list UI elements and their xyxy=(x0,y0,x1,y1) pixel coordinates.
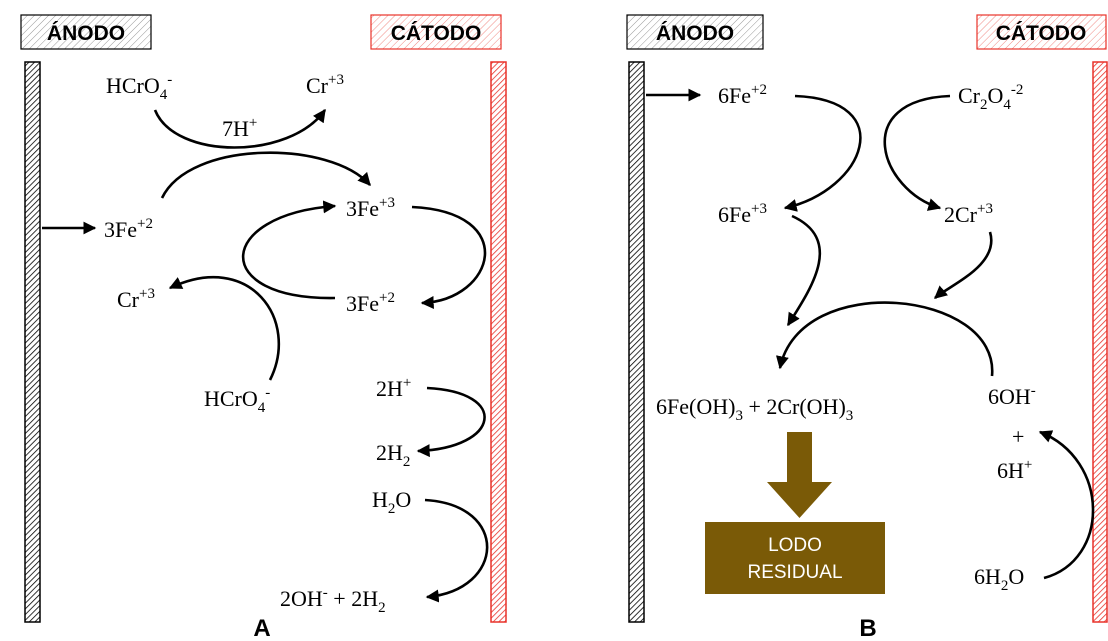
cr3-b: 2Cr+3 xyxy=(944,201,993,227)
chromate-reduction-arrow-b xyxy=(883,94,951,211)
cr3-mid-a: Cr+3 xyxy=(117,286,155,312)
hydroxide-arrow-b xyxy=(775,301,994,377)
products-b: 6Fe(OH)3 + 2Cr(OH)3 xyxy=(656,394,853,424)
h-reduction-arrow-a xyxy=(416,386,486,458)
h2plus-a: 2H+ xyxy=(376,375,411,401)
lodo-box-b xyxy=(705,522,885,594)
anode-label-a: ÁNODO xyxy=(47,22,125,45)
oh-h2-a: 2OH- + 2H2 xyxy=(280,585,386,616)
h2-a: 2H2 xyxy=(376,440,410,470)
cathode-electrode-a xyxy=(490,61,507,623)
fe3-a: 3Fe+3 xyxy=(346,195,395,221)
fe2-b: 6Fe+2 xyxy=(718,82,767,108)
fe-regeneration-arrow-a xyxy=(241,200,337,300)
cathode-electrode-b xyxy=(1092,61,1108,623)
water-split-arrow-b xyxy=(1038,430,1095,580)
panel-label-a: A xyxy=(253,615,270,641)
sludge-arrow-b xyxy=(767,432,832,518)
cr3-top-a: Cr+3 xyxy=(306,72,344,98)
cr2o4-b: Cr2O4-2 xyxy=(958,82,1023,113)
cathode-label-a: CÁTODO xyxy=(391,22,482,45)
h7-label-a: 7H+ xyxy=(222,115,257,141)
cathode-header-b: CÁTODO xyxy=(976,14,1107,50)
cathode-label-b: CÁTODO xyxy=(996,22,1087,45)
fe-oxidation-arrow-a xyxy=(160,151,371,199)
fe2-left-a: 3Fe+2 xyxy=(104,216,153,242)
panel-label-b: B xyxy=(859,615,876,641)
cr3-to-precipitate-arrow-b xyxy=(934,231,993,299)
fe3-b: 6Fe+3 xyxy=(718,201,767,227)
anode-header-a: ÁNODO xyxy=(20,14,152,50)
h2o6-b: 6H2O xyxy=(974,564,1024,594)
chromate-reduction-arrow-a xyxy=(153,108,327,149)
fe-oxidation-arrow-b xyxy=(783,94,862,212)
h6plus-b: 6H+ xyxy=(997,457,1032,483)
lodo-line1: LODO xyxy=(768,535,822,556)
fe-cathode-cycle-arrow-a xyxy=(411,205,487,309)
anode-label-b: ÁNODO xyxy=(656,22,734,45)
cathode-header-a: CÁTODO xyxy=(370,14,502,50)
h2o-a: H2O xyxy=(372,487,411,517)
lodo-line2: RESIDUAL xyxy=(747,562,842,583)
anode-electrode-b xyxy=(628,61,645,623)
hcro4-top-a: HCrO4- xyxy=(106,72,172,103)
oh6-b: 6OH- xyxy=(988,383,1036,409)
water-reduction-arrow-a xyxy=(424,498,489,603)
fe3-to-precipitate-arrow-b xyxy=(786,214,822,327)
anode-header-b: ÁNODO xyxy=(626,14,764,50)
chromate-low-arrow-a xyxy=(168,275,281,381)
fe2-low-a: 3Fe+2 xyxy=(346,290,395,316)
hcro4-low-a: HCrO4- xyxy=(204,385,270,416)
panel-a: ÁNODO CÁTODO HCrO4- Cr+3 7H+ 3Fe+2 3Fe+3… xyxy=(20,14,507,641)
panel-b: ÁNODO CÁTODO 6Fe+2 Cr2O4-2 6Fe+3 2Cr+3 6… xyxy=(626,14,1108,641)
anode-electrode-a xyxy=(24,61,41,623)
plus-b: + xyxy=(1012,424,1024,449)
